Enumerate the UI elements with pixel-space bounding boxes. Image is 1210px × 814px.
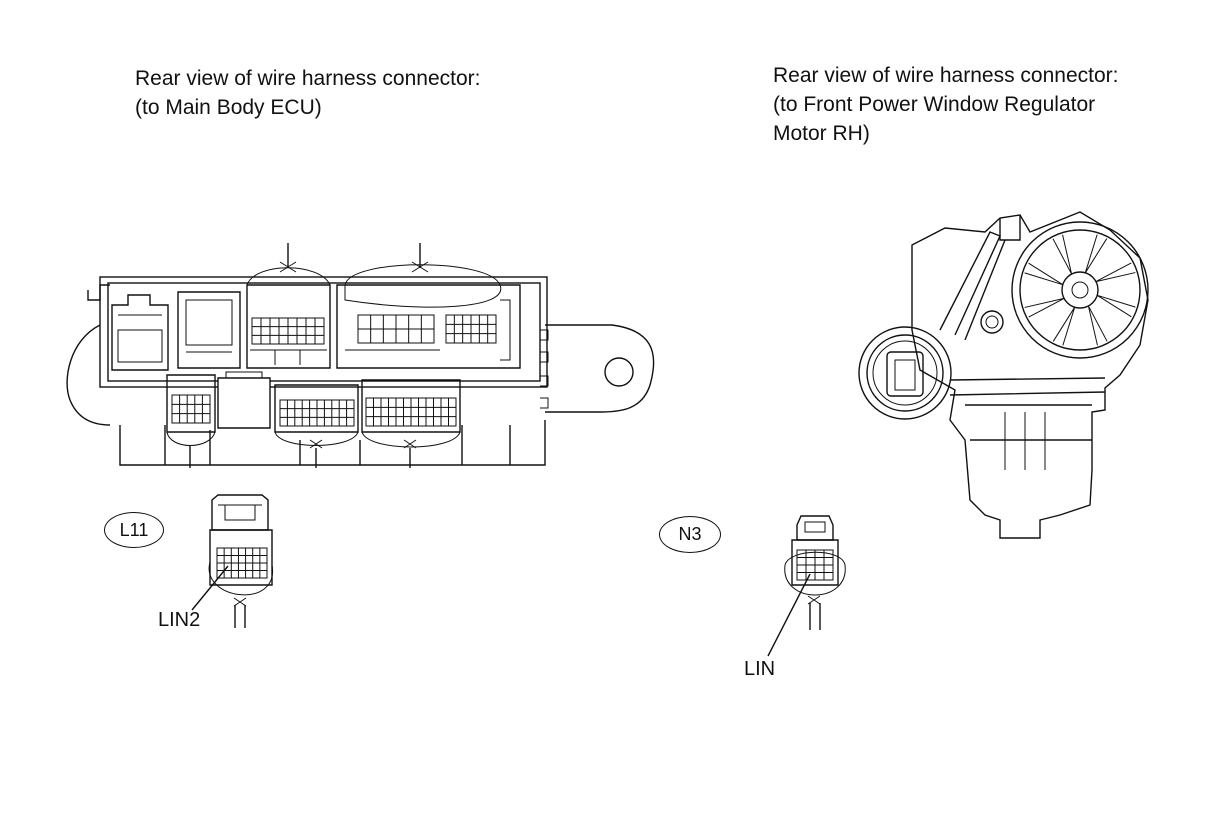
pin-grid-upper-right: [445, 314, 497, 344]
pin-grid-upper-center: [357, 314, 435, 344]
caption-line: (to Front Power Window Regulator: [773, 93, 1096, 116]
caption-line: Rear view of wire harness connector:: [135, 67, 481, 90]
gear-spokes: [1024, 234, 1136, 346]
pin-grid-lower-right: [365, 397, 457, 427]
l11-pin-grid: [216, 547, 268, 579]
window-regulator-motor-illustration: [858, 211, 1149, 539]
pin-label-lin2: LIN2: [158, 609, 201, 631]
pin-grid-upper-left: [251, 317, 325, 345]
pin-label-lin: LIN: [744, 658, 776, 680]
pin-grid-lower-center: [279, 399, 355, 427]
main-body-ecu-illustration: [66, 243, 655, 468]
connector-code-l11: L11: [104, 512, 164, 548]
caption-main-body-ecu: Rear view of wire harness connector: (to…: [135, 64, 481, 122]
caption-line: Rear view of wire harness connector:: [773, 64, 1119, 87]
caption-line: (to Main Body ECU): [135, 96, 322, 119]
connector-l11-illustration: [191, 494, 273, 628]
connector-n3-illustration: [767, 515, 846, 657]
caption-window-regulator-motor: Rear view of wire harness connector: (to…: [773, 61, 1119, 148]
n3-pin-grid: [796, 549, 834, 581]
pin-grid-lower-left: [171, 394, 211, 424]
connector-code-n3: N3: [659, 516, 721, 553]
caption-line: Motor RH): [773, 122, 870, 145]
